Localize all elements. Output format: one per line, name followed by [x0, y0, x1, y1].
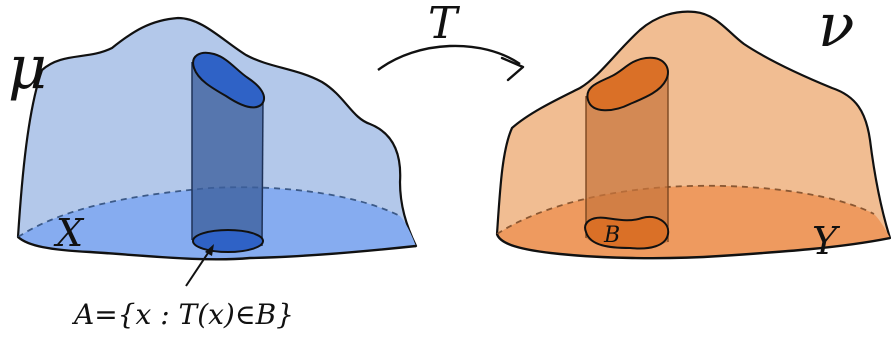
target-space-label: Y: [812, 219, 841, 263]
target-set-label: B: [603, 223, 620, 248]
mapping-label: T: [428, 0, 461, 49]
target-top-blob: [586, 56, 669, 112]
source-space-label: X: [53, 211, 85, 255]
source-top-blob: [192, 51, 266, 109]
mapping-arrow: [377, 44, 525, 82]
target-measure-symbol: ν: [818, 0, 854, 61]
caption-pointer-arrow: [185, 244, 214, 287]
target-set-blob: [584, 216, 670, 250]
source-preimage-blob: [192, 229, 264, 253]
target-column: [586, 70, 668, 249]
target-bottom-outline: [495, 233, 891, 260]
source-cylinder-right-edge: [261, 97, 264, 247]
target-base-dashed-edge: [496, 184, 875, 235]
source-measure-shape: [16, 16, 418, 261]
preimage-caption: A={x : T(x)∈B}: [71, 298, 294, 331]
source-preimage-cylinder: [192, 62, 263, 252]
target-measure-shape: [495, 10, 891, 260]
source-measure-symbol: μ: [8, 33, 47, 103]
source-bottom-outline: [17, 236, 417, 261]
